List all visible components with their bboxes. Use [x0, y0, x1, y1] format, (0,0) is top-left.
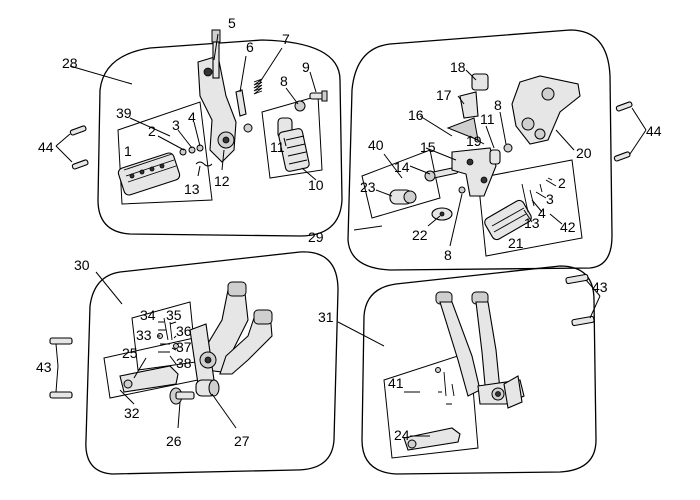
callout-2: 2 — [148, 123, 156, 139]
pin — [235, 89, 247, 117]
pins — [521, 177, 553, 213]
callout-10: 10 — [308, 177, 324, 193]
callout-37: 37 — [176, 339, 192, 355]
bushing-23 — [389, 189, 417, 205]
callout-13-right: 13 — [524, 215, 540, 231]
washer-8 — [503, 143, 513, 153]
callout-33: 33 — [136, 327, 152, 343]
callout-16: 16 — [408, 107, 424, 123]
callout-23: 23 — [360, 179, 376, 195]
clamp-18 — [471, 73, 489, 91]
bolts-43-right: 43 — [565, 273, 608, 327]
callout-5: 5 — [228, 15, 236, 31]
callout-11-right: 11 — [480, 111, 495, 127]
bolt-14 — [424, 166, 459, 182]
bolts-44-left: 44 — [38, 125, 89, 170]
callout-22: 22 — [412, 227, 428, 243]
bolt-26 — [169, 387, 195, 405]
bushing-27 — [195, 379, 220, 397]
callout-17: 17 — [436, 87, 452, 103]
spring-clip — [195, 161, 213, 167]
callout-12: 12 — [214, 173, 230, 189]
callout-36: 36 — [176, 323, 192, 339]
callout-1: 1 — [124, 143, 132, 159]
callout-15: 15 — [420, 139, 436, 155]
bushing-11 — [489, 149, 501, 165]
callout-38: 38 — [176, 355, 192, 371]
bracket-17 — [459, 91, 479, 119]
callout-4-right: 4 — [538, 205, 546, 221]
footrest-bracket-20 — [511, 75, 581, 145]
callout-41: 41 — [388, 375, 404, 391]
panel-31: 31 41 24 — [318, 265, 597, 475]
spring — [253, 78, 263, 95]
callout-31: 31 — [318, 309, 334, 325]
bolts-44-right: 44 — [613, 101, 662, 162]
subpanel-40 — [361, 149, 441, 219]
passenger-bracket — [189, 281, 273, 385]
callout-14: 14 — [394, 159, 410, 175]
bolt-small — [309, 90, 328, 102]
panel-28: 28 39 2 3 4 1 5 6 7 8 9 11 10 12 13 — [62, 15, 343, 237]
callout-6: 6 — [246, 39, 254, 55]
mount-plate — [451, 147, 497, 197]
pedal-arm-25 — [119, 365, 179, 393]
footrest-bracket — [197, 55, 237, 163]
callout-11: 11 — [270, 139, 285, 155]
callout-40: 40 — [368, 137, 384, 153]
callout-25: 25 — [122, 345, 138, 361]
callout-8-lower: 8 — [444, 247, 452, 263]
callout-3-right: 3 — [546, 191, 554, 207]
footpeg-rubber — [278, 128, 310, 172]
washer — [188, 146, 196, 154]
callout-43-left: 43 — [36, 359, 52, 375]
callout-18: 18 — [450, 59, 466, 75]
panel-30: 30 34 35 33 36 37 38 25 32 26 27 — [74, 251, 339, 475]
footpeg — [117, 152, 181, 196]
callout-42: 42 — [560, 219, 576, 235]
callout-28: 28 — [62, 55, 78, 71]
callout-30: 30 — [74, 257, 90, 273]
callout-3: 3 — [172, 117, 180, 133]
callout-29: 29 — [308, 229, 324, 245]
pedal-arm-24 — [403, 427, 461, 451]
callout-26: 26 — [166, 433, 182, 449]
callout-24: 24 — [394, 427, 410, 443]
callout-43-right: 43 — [592, 279, 608, 295]
callout-4: 4 — [188, 109, 196, 125]
small-hardware — [158, 317, 173, 353]
callout-7: 7 — [282, 31, 290, 47]
callout-21: 21 — [508, 235, 524, 251]
callout-20: 20 — [576, 145, 592, 161]
subpanel-42 — [477, 159, 583, 257]
callout-19: 19 — [466, 133, 482, 149]
callout-9: 9 — [302, 59, 310, 75]
callout-34: 34 — [140, 307, 156, 323]
callout-35: 35 — [166, 307, 182, 323]
callout-8-right: 8 — [494, 97, 502, 113]
callout-44-right: 44 — [646, 123, 662, 139]
washer-8-lower — [458, 186, 466, 194]
callout-8: 8 — [280, 73, 288, 89]
callout-32: 32 — [124, 405, 140, 421]
passenger-bracket-right — [435, 291, 525, 409]
callout-39: 39 — [116, 105, 132, 121]
small-hardware-41 — [438, 371, 455, 405]
subpanel-41 — [383, 351, 479, 459]
callout-44-left: 44 — [38, 139, 54, 155]
bolt — [211, 29, 221, 79]
guard-plate — [446, 117, 479, 141]
callout-2-right: 2 — [558, 175, 566, 191]
bolts-43-left: 43 — [36, 337, 73, 399]
callout-13: 13 — [184, 181, 200, 197]
panel-29: 40 23 14 15 16 17 18 19 11 8 20 22 8 29 … — [308, 29, 613, 271]
callout-27: 27 — [234, 433, 250, 449]
